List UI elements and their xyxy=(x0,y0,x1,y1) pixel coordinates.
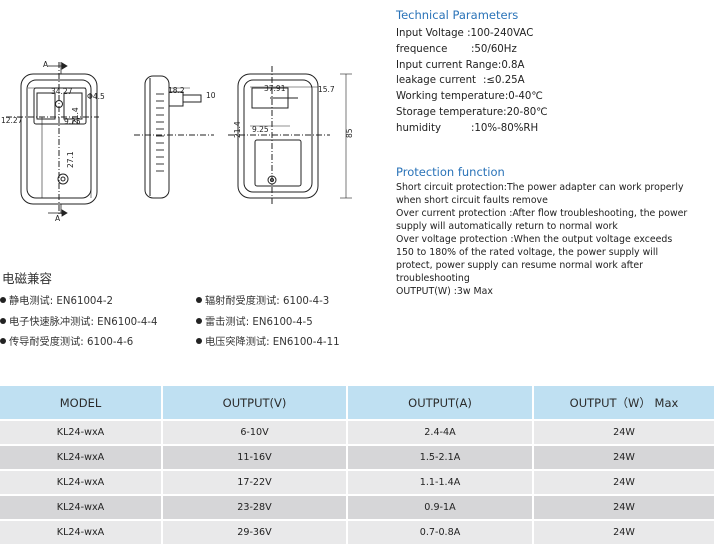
protection-item: Over voltage protection :When the output… xyxy=(396,234,673,284)
param-row: frequence :50/60Hz xyxy=(396,42,548,58)
emc-item-text: 电压突降测试: EN6100-4-11 xyxy=(205,337,340,348)
bullet-icon xyxy=(0,297,6,303)
dim-back-offset: 15.7 xyxy=(318,85,335,94)
param-label: Input Voltage : xyxy=(396,28,471,39)
cell-power: 24W xyxy=(533,494,714,520)
bullet-icon xyxy=(0,318,6,324)
protection-item: Short circuit protection:The power adapt… xyxy=(396,182,684,206)
cell-current: 0.7-0.8A xyxy=(347,519,534,544)
emc-item: 静电测试: EN61004-2 xyxy=(0,292,113,307)
dim-back-inner: 9.25 xyxy=(252,125,269,134)
param-value: 20-80℃ xyxy=(506,106,548,118)
table-row: KL24-wxA 11-16V 1.5-2.1A 24W xyxy=(0,444,714,470)
table-row: KL24-wxA 6-10V 2.4-4A 24W xyxy=(0,419,714,445)
technical-parameters-list: Input Voltage :100-240VAC frequence :50/6… xyxy=(396,26,548,137)
dim-offset-1: 9.25 xyxy=(64,117,81,126)
protection-function-title: Protection function xyxy=(396,165,505,179)
cell-current: 1.5-2.1A xyxy=(347,444,534,470)
cell-voltage: 23-28V xyxy=(162,494,348,520)
table-header-row: MODEL OUTPUT(V) OUTPUT(A) OUTPUT（W） Max xyxy=(0,386,714,420)
side-view-drawing xyxy=(134,75,214,199)
section-a-top: A xyxy=(43,60,49,69)
dim-pin-length: 10 xyxy=(206,91,216,100)
emc-item: 辐射耐受度测试: 6100-4-3 xyxy=(196,292,329,307)
header-output-w: OUTPUT（W） Max xyxy=(533,386,714,420)
emc-item-text: 辐射耐受度测试: 6100-4-3 xyxy=(205,296,330,307)
bullet-icon xyxy=(196,338,202,344)
cell-voltage: 6-10V xyxy=(162,419,348,445)
cell-model: KL24-wxA xyxy=(0,519,163,544)
cell-model: KL24-wxA xyxy=(0,444,163,470)
emc-item-text: 雷击测试: EN6100-4-5 xyxy=(205,317,313,328)
param-value: :10%-80%RH xyxy=(471,122,539,134)
cell-power: 24W xyxy=(533,469,714,495)
param-value: 0-40℃ xyxy=(508,91,543,103)
table-row: KL24-wxA 17-22V 1.1-1.4A 24W xyxy=(0,469,714,495)
cell-voltage: 29-36V xyxy=(162,519,348,544)
param-label: Working temperature: xyxy=(396,91,509,103)
protection-item: OUTPUT(W) :3w Max xyxy=(396,286,493,297)
dim-hole: Φ4.5 xyxy=(87,92,105,101)
cell-model: KL24-wxA xyxy=(0,494,163,520)
dim-height-2: 27.1 xyxy=(66,151,75,168)
param-label: Storage temperature: xyxy=(396,106,507,118)
param-label: frequence xyxy=(396,43,448,55)
dim-back-height: 21.4 xyxy=(233,121,242,138)
cell-voltage: 11-16V xyxy=(162,444,348,470)
emc-item: 电压突降测试: EN6100-4-11 xyxy=(196,333,340,348)
output-spec-table: MODEL OUTPUT(V) OUTPUT(A) OUTPUT（W） Max … xyxy=(0,386,714,544)
cell-power: 24W xyxy=(533,419,714,445)
emc-item-text: 电子快速脉冲测试: EN6100-4-4 xyxy=(9,317,158,328)
bullet-icon xyxy=(196,318,202,324)
param-value: 0.8A xyxy=(501,59,525,71)
bullet-icon xyxy=(0,338,6,344)
protection-item: Over current protection :After flow trou… xyxy=(396,208,688,232)
header-model: MODEL xyxy=(0,386,163,420)
param-label: humidity xyxy=(396,122,441,134)
dim-left: 12.27 xyxy=(1,116,23,125)
param-row: humidity :10%-80%RH xyxy=(396,121,548,137)
param-value: 100-240VAC xyxy=(470,28,534,39)
emc-item: 传导耐受度测试: 6100-4-6 xyxy=(0,333,133,348)
section-marker xyxy=(48,62,68,217)
param-row: Input current Range:0.8A xyxy=(396,58,548,74)
dim-back-width: 37.91 xyxy=(264,84,286,93)
dim-height-1: 21.4 xyxy=(71,107,80,124)
bullet-icon xyxy=(196,297,202,303)
dim-side-depth: 18.2 xyxy=(168,86,185,95)
back-view-drawing xyxy=(228,66,352,206)
technical-drawing: A A 34.27 Φ4.5 9.25 12.27 21.4 27.1 18.2… xyxy=(1,60,354,223)
protection-function-list: Short circuit protection:The power adapt… xyxy=(396,181,688,298)
cell-power: 24W xyxy=(533,444,714,470)
emc-title: 电磁兼容 xyxy=(2,271,53,286)
emc-item: 电子快速脉冲测试: EN6100-4-4 xyxy=(0,313,157,328)
dim-width-1: 34.27 xyxy=(51,87,73,96)
param-row: leakage current :≤0.25A xyxy=(396,73,548,89)
cell-current: 1.1-1.4A xyxy=(347,469,534,495)
header-output-a: OUTPUT(A) xyxy=(347,386,534,420)
param-row: Working temperature:0-40℃ xyxy=(396,89,548,105)
front-view-drawing xyxy=(6,62,99,214)
emc-item-text: 传导耐受度测试: 6100-4-6 xyxy=(9,337,134,348)
technical-parameters-title: Technical Parameters xyxy=(396,8,519,22)
param-label: Input current Range: xyxy=(396,59,502,71)
cell-voltage: 17-22V xyxy=(162,469,348,495)
section-a-bottom: A xyxy=(55,214,61,223)
table-row: KL24-wxA 23-28V 0.9-1A 24W xyxy=(0,494,714,520)
cell-model: KL24-wxA xyxy=(0,419,163,445)
dim-total-height: 85 xyxy=(345,128,354,138)
cell-current: 2.4-4A xyxy=(347,419,534,445)
param-row: Input Voltage :100-240VAC xyxy=(396,26,548,42)
param-value: :50/60Hz xyxy=(471,43,517,55)
table-row: KL24-wxA 29-36V 0.7-0.8A 24W xyxy=(0,519,714,544)
emc-item: 雷击测试: EN6100-4-5 xyxy=(196,313,313,328)
cell-power: 24W xyxy=(533,519,714,544)
param-row: Storage temperature:20-80℃ xyxy=(396,105,548,121)
header-output-v: OUTPUT(V) xyxy=(162,386,348,420)
cell-current: 0.9-1A xyxy=(347,494,534,520)
emc-item-text: 静电测试: EN61004-2 xyxy=(9,296,114,307)
param-label: leakage current xyxy=(396,75,477,87)
cell-model: KL24-wxA xyxy=(0,469,163,495)
param-value: :≤0.25A xyxy=(483,75,525,87)
